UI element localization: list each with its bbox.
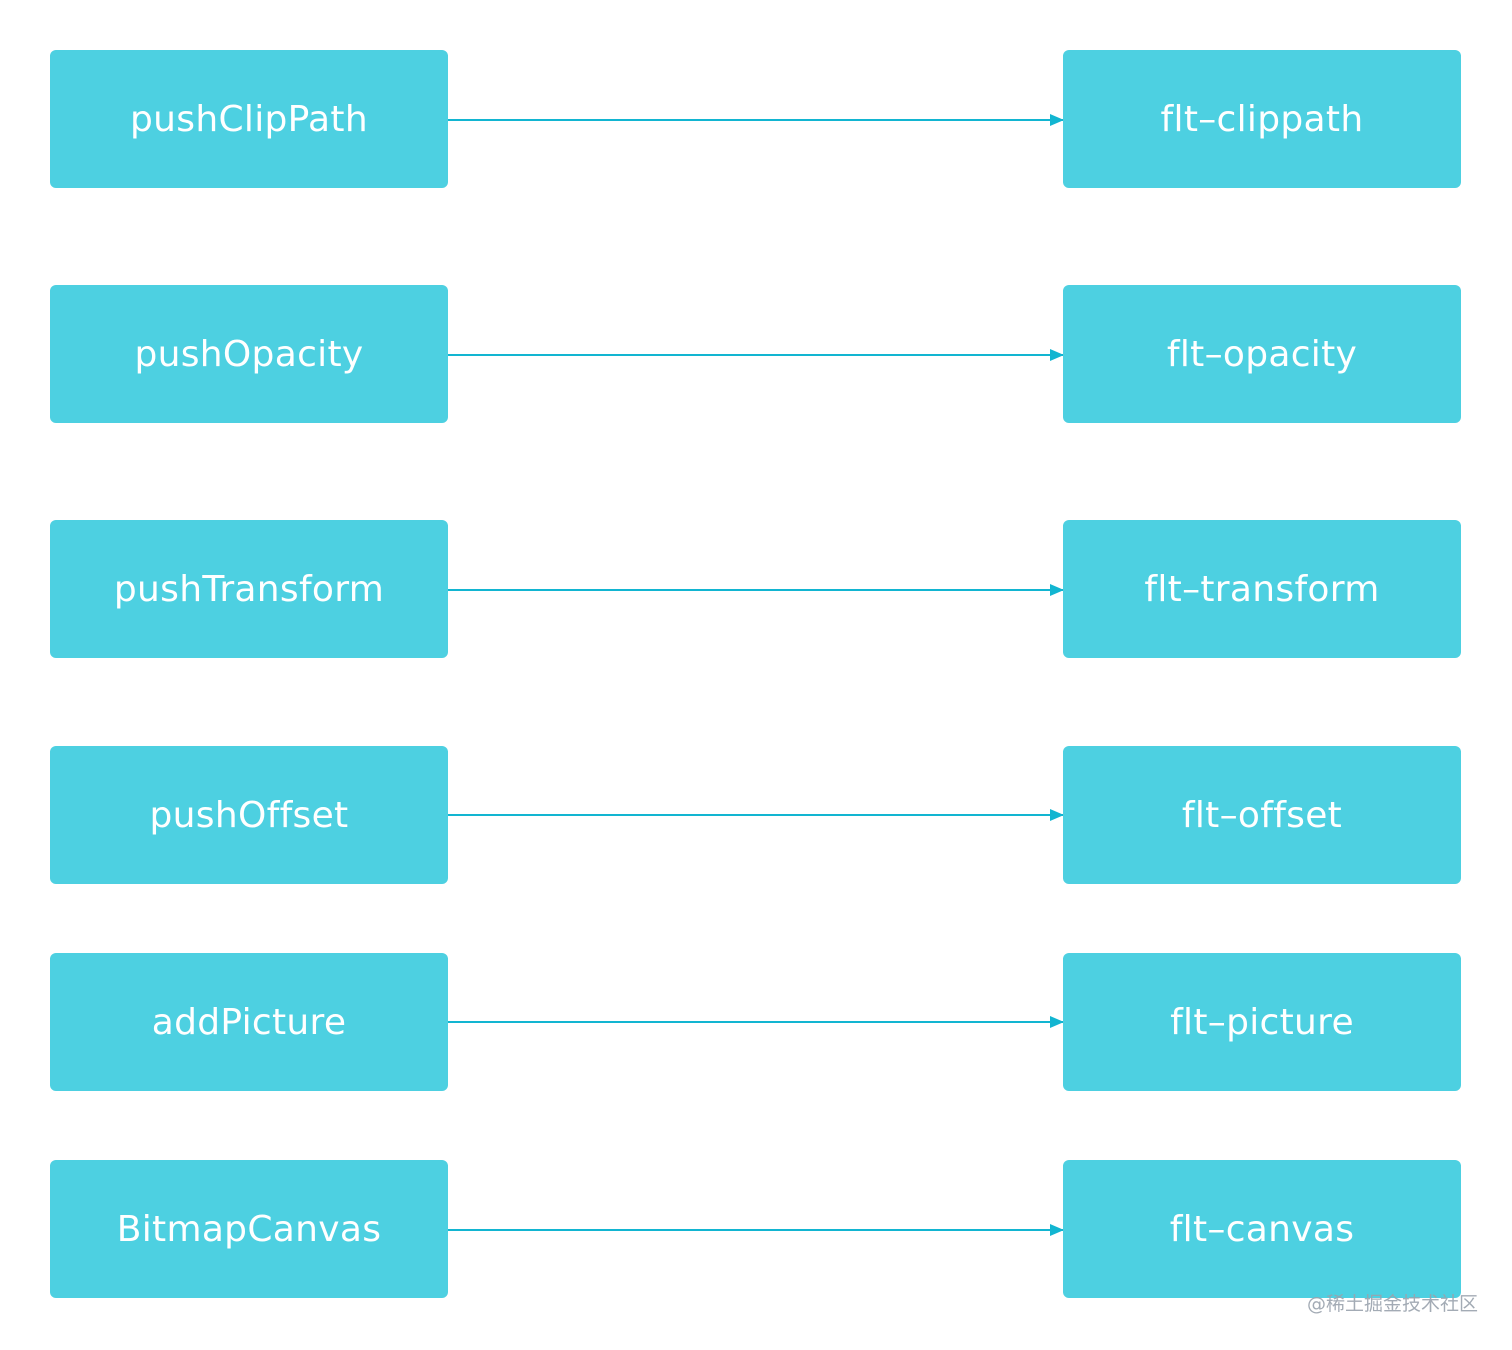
target-node-label: flt–offset [1181,794,1343,836]
source-node-label: BitmapCanvas [116,1208,382,1250]
source-node-label: pushOffset [149,794,349,836]
source-node-label: pushClipPath [130,98,368,140]
source-node-addpicture: addPicture [50,953,448,1091]
target-node-flt-canvas: flt–canvas [1063,1160,1461,1298]
source-node-bitmapcanvas: BitmapCanvas [50,1160,448,1298]
target-node-flt-transform: flt–transform [1063,520,1461,658]
source-node-pushopacity: pushOpacity [50,285,448,423]
watermark: @稀土掘金技术社区 [1306,1293,1478,1315]
target-node-label: flt–transform [1144,568,1380,610]
target-node-flt-offset: flt–offset [1063,746,1461,884]
target-node-flt-picture: flt–picture [1063,953,1461,1091]
target-node-label: flt–canvas [1169,1208,1355,1250]
source-node-pushclippath: pushClipPath [50,50,448,188]
source-node-pushtransform: pushTransform [50,520,448,658]
target-node-flt-opacity: flt–opacity [1063,285,1461,423]
target-node-label: flt–picture [1170,1001,1354,1043]
source-node-label: addPicture [151,1001,347,1043]
target-node-label: flt–clippath [1160,98,1364,140]
source-node-pushoffset: pushOffset [50,746,448,884]
target-node-label: flt–opacity [1166,333,1358,375]
source-node-label: pushOpacity [134,333,364,375]
target-node-flt-clippath: flt–clippath [1063,50,1461,188]
source-node-label: pushTransform [113,568,385,610]
